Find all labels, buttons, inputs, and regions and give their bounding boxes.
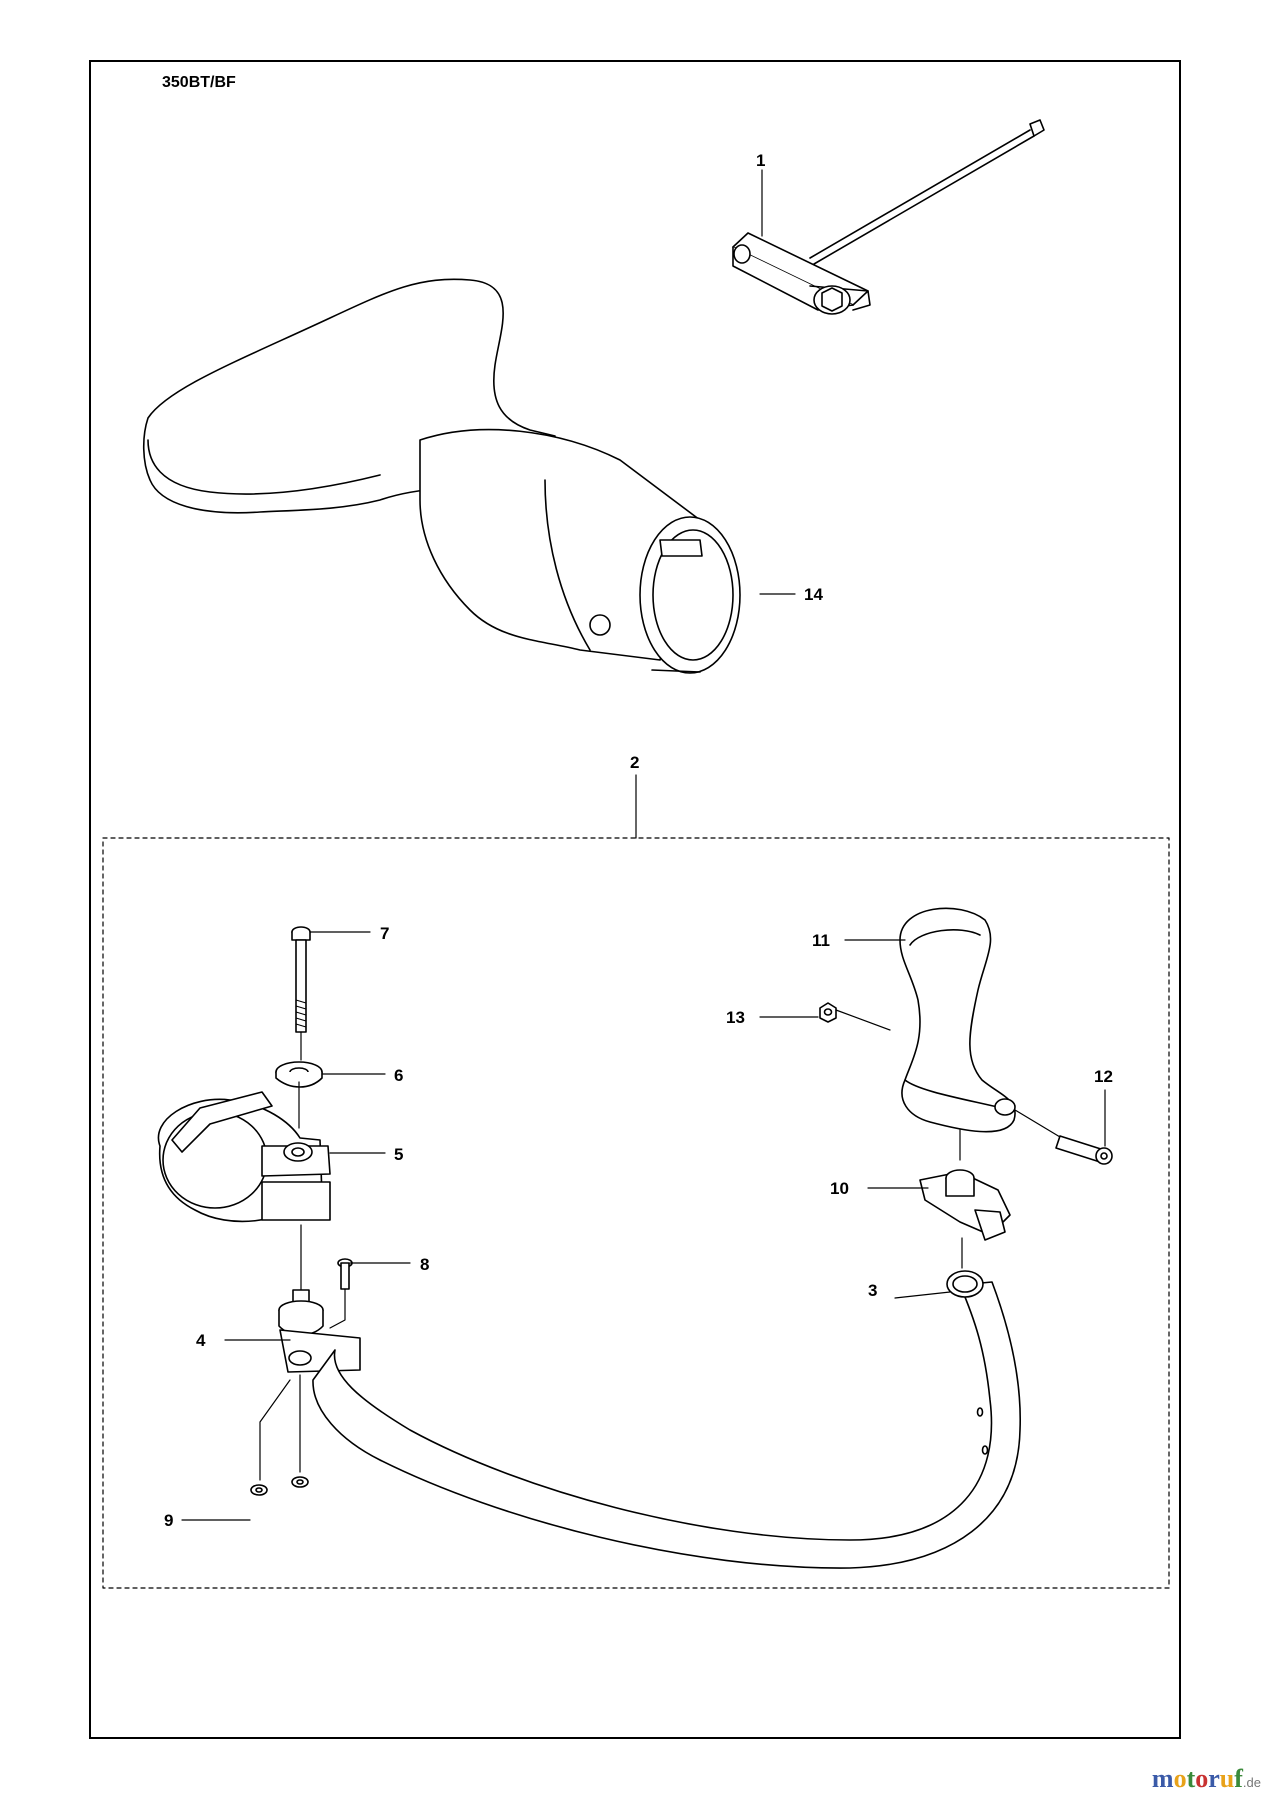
part-clamp	[157, 1091, 331, 1291]
callout-4: 4	[196, 1331, 206, 1350]
callout-3: 3	[868, 1281, 877, 1300]
callout-9: 9	[164, 1511, 173, 1530]
watermark-letter: o	[1173, 1764, 1187, 1793]
callout-5: 5	[394, 1145, 403, 1164]
part-grip-handle	[835, 907, 1016, 1161]
callout-1: 1	[756, 151, 765, 170]
part-clamp-base	[259, 1289, 361, 1481]
part-blower-nozzle	[142, 278, 741, 674]
model-label: 350BT/BF	[162, 74, 236, 91]
callout-6: 6	[394, 1066, 403, 1085]
part-bolt	[291, 926, 311, 1061]
callout-12: 12	[1094, 1067, 1113, 1086]
callout-13: 13	[726, 1008, 745, 1027]
callout-14: 14	[804, 585, 823, 604]
part-handle-nut	[819, 1002, 837, 1023]
part-handle-bracket	[919, 1169, 1011, 1269]
watermark-letter: m	[1151, 1764, 1174, 1793]
callout-11: 11	[812, 931, 830, 950]
watermark-letter: o	[1195, 1764, 1209, 1793]
watermark-letter: u	[1219, 1764, 1235, 1793]
watermark-letter: r	[1208, 1764, 1220, 1793]
part-spark-plug-wrench	[732, 119, 1045, 315]
watermark-letter: f	[1234, 1764, 1243, 1793]
part-toothed-washer	[275, 1061, 323, 1129]
part-nut	[250, 1476, 309, 1496]
leader-lines	[181, 169, 1106, 1521]
watermark-logo: motoruf.de	[1152, 1764, 1261, 1794]
kit-group-outline	[102, 837, 1170, 1589]
part-small-screw	[329, 1258, 353, 1329]
diagram-frame	[89, 60, 1181, 1739]
callout-labels: 1 2 3 4 5 6 7 8 9 10 11 12 13 14	[164, 151, 1113, 1530]
callout-8: 8	[420, 1255, 429, 1274]
callout-2: 2	[630, 753, 639, 772]
part-handle-screw	[1014, 1109, 1113, 1165]
part-loop-handle	[312, 1270, 1022, 1569]
watermark-letter: t	[1186, 1764, 1196, 1793]
watermark-tld: .de	[1242, 1775, 1261, 1790]
callout-7: 7	[380, 924, 389, 943]
callout-10: 10	[830, 1179, 849, 1198]
